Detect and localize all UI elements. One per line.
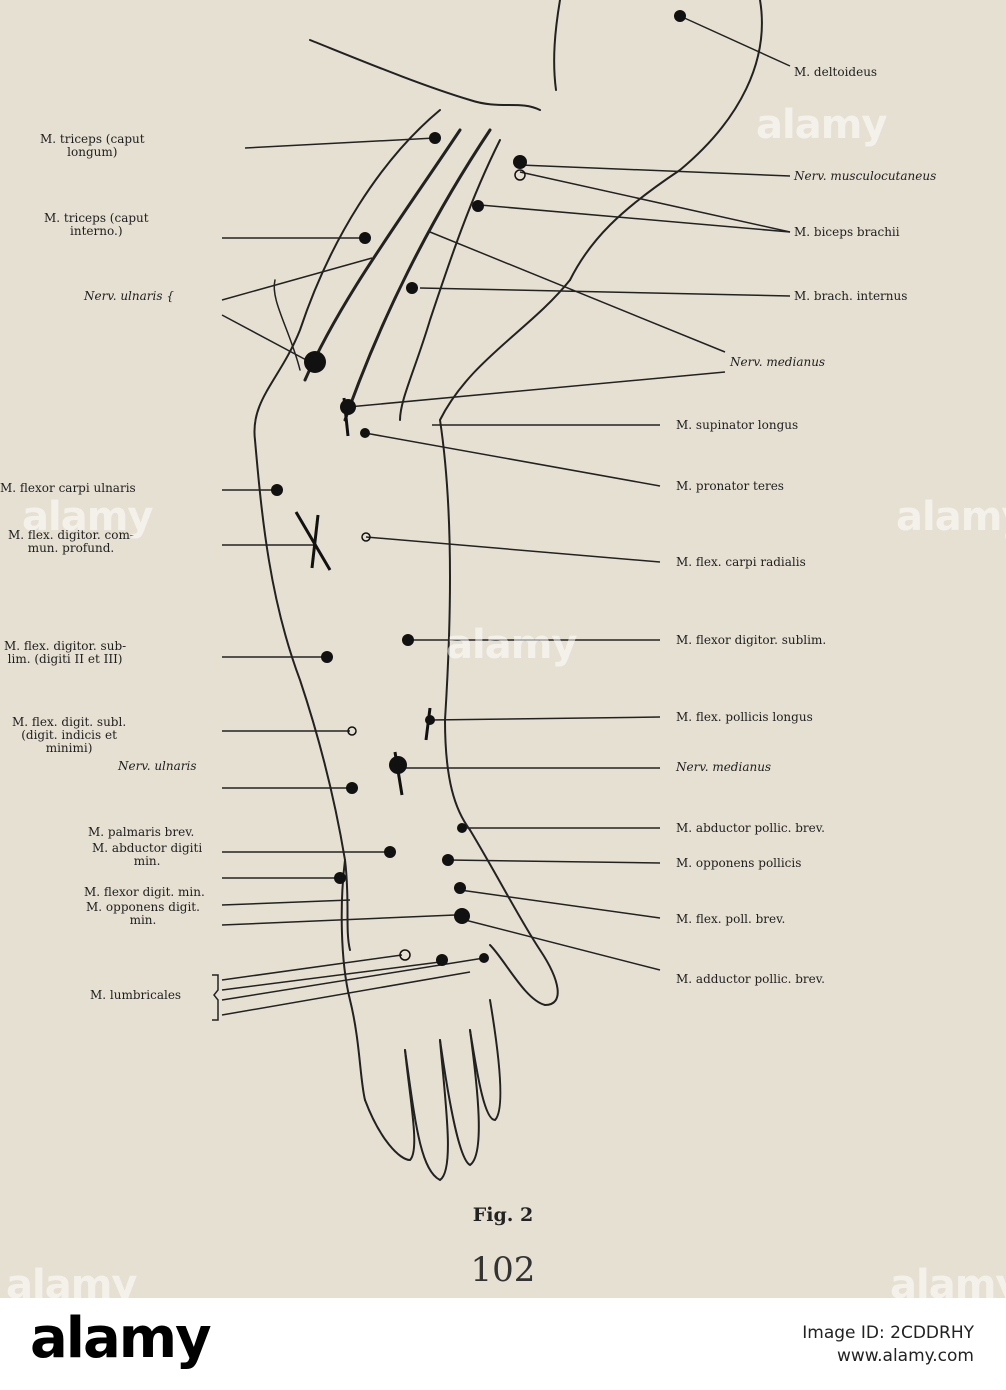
shoulder-outline	[310, 40, 540, 110]
label-pronator-teres: M. pronator teres	[676, 480, 784, 493]
arm-outer-edge	[254, 110, 440, 950]
point-brach-internus	[406, 282, 418, 294]
label-flex-carpi-radialis: M. flex. carpi radialis	[676, 556, 806, 569]
finger-index	[470, 1000, 500, 1120]
plate: M. triceps (caput longum) M. triceps (ca…	[0, 0, 1006, 1298]
point-nerv-medianus	[340, 399, 356, 415]
point-triceps-longum	[429, 132, 441, 144]
label-nerv-ulnaris-lower: Nerv. ulnaris	[118, 760, 197, 773]
point-nerv-musculocutaneus	[513, 155, 527, 169]
site-url-link[interactable]: www.alamy.com	[802, 1345, 974, 1368]
label-opponens-pollicis: M. opponens pollicis	[676, 857, 801, 870]
watermark: alamy	[756, 102, 886, 148]
label-lumbricales: M. lumbricales	[90, 989, 181, 1002]
point-adductor-pollic	[454, 908, 470, 924]
label-flex-digitor-sublim-2-3: M. flex. digitor. sub- lim. (digiti II e…	[4, 640, 126, 666]
label-deltoideus: M. deltoideus	[794, 66, 877, 79]
point-lumbrical-2	[436, 954, 448, 966]
label-flex-digit-subl-indicis: M. flex. digit. subl. (digit. indicis et…	[12, 716, 126, 755]
point-flex-poll-brev	[454, 882, 466, 894]
alamy-logo[interactable]: alamy	[30, 1306, 210, 1371]
label-nerv-medianus-upper: Nerv. medianus	[730, 356, 825, 369]
point-triceps-intern	[359, 232, 371, 244]
label-supinator-longus: M. supinator longus	[676, 419, 798, 432]
label-flex-pollicis-longus: M. flex. pollicis longus	[676, 711, 813, 724]
watermark: alamy	[446, 622, 576, 668]
point-flexor-carpi-ulnaris	[271, 484, 283, 496]
point-lumbrical-3	[479, 953, 489, 963]
forearm-radial-edge	[440, 280, 570, 830]
label-brach-internus: M. brach. internus	[794, 290, 907, 303]
point-biceps	[472, 200, 484, 212]
point-nerv-ulnaris	[304, 351, 326, 373]
label-opponens-digit-min: M. opponens digit. min.	[86, 901, 200, 927]
image-info: Image ID: 2CDDRHY www.alamy.com	[802, 1322, 974, 1368]
point-pronator-teres	[360, 428, 370, 438]
label-nerv-musculocutaneus: Nerv. musculocutaneus	[794, 170, 936, 183]
point-flexor-digitor-sublim	[402, 634, 414, 646]
point-flex-digitor-sublim-2-3	[321, 651, 333, 663]
label-nerv-ulnaris-upper: Nerv. ulnaris {	[84, 290, 174, 303]
label-flexor-digit-min: M. flexor digit. min.	[84, 886, 205, 899]
label-adductor-pollic-brev: M. adductor pollic. brev.	[676, 973, 825, 986]
watermark: alamy	[890, 1262, 1006, 1298]
watermark: alamy	[6, 1262, 136, 1298]
point-nerv-ulnaris-wrist	[346, 782, 358, 794]
label-triceps-longum: M. triceps (caput longum)	[40, 133, 145, 159]
point-deltoideus	[674, 10, 686, 22]
neck-outline	[554, 0, 560, 90]
point-abductor-digiti	[334, 872, 346, 884]
label-palmaris-brev: M. palmaris brev.	[88, 826, 194, 839]
arm-inner-edge	[400, 140, 500, 420]
watermark: alamy	[22, 494, 152, 540]
label-flexor-digitor-sublim: M. flexor digitor. sublim.	[676, 634, 826, 647]
nerve-medianus-path	[345, 130, 490, 420]
point-opponens-pollicis	[442, 854, 454, 866]
label-triceps-intern: M. triceps (caput interno.)	[44, 212, 149, 238]
image-id-text: Image ID: 2CDDRHY	[802, 1322, 974, 1345]
point-abductor-pollic	[457, 823, 467, 833]
watermark: alamy	[896, 494, 1006, 540]
label-abductor-pollic-brev: M. abductor pollic. brev.	[676, 822, 825, 835]
thumb-outline	[470, 830, 558, 1005]
page-number: 102	[0, 1250, 1006, 1290]
figure-caption: Fig. 2	[0, 1204, 1006, 1226]
label-flex-poll-brev: M. flex. poll. brev.	[676, 913, 785, 926]
deltoid-outline	[570, 0, 762, 280]
label-nerv-medianus-lower: Nerv. medianus	[676, 761, 771, 774]
nerve-ulnaris-path	[305, 130, 460, 380]
point-palmaris-brev	[384, 846, 396, 858]
label-biceps-brachii: M. biceps brachii	[794, 226, 900, 239]
label-abductor-digiti-min: M. abductor digiti min.	[92, 842, 202, 868]
